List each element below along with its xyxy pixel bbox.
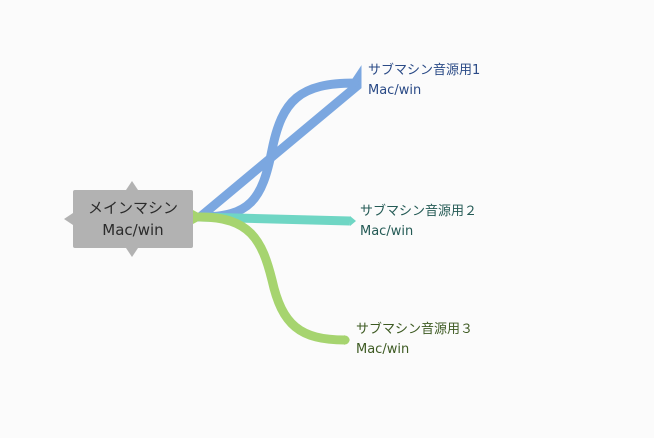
- child-node-title: サブマシン音源用３: [356, 322, 474, 337]
- child-node-subtitle: Mac/win: [368, 83, 422, 98]
- branch-arrowhead-3: [344, 335, 350, 345]
- child-node-3[interactable]: サブマシン音源用３ Mac/win: [356, 320, 473, 360]
- child-node-title: サブマシン音源用２: [360, 204, 478, 219]
- child-node-subtitle: Mac/win: [360, 224, 414, 239]
- expand-handle-left-icon[interactable]: [64, 213, 73, 225]
- branch-arrowhead-2: [350, 216, 356, 226]
- branch-connector-1: [187, 65, 362, 222]
- child-node-2[interactable]: サブマシン音源用２ Mac/win: [360, 202, 477, 242]
- child-node-1[interactable]: サブマシン音源用1 Mac/win: [368, 61, 480, 101]
- root-node[interactable]: メインマシン Mac/win: [73, 190, 193, 248]
- root-branch-join: [193, 210, 206, 224]
- root-node-title: メインマシン: [87, 199, 178, 217]
- child-node-subtitle: Mac/win: [356, 342, 410, 357]
- branch-connector-3: [195, 212, 350, 345]
- expand-handle-top-icon[interactable]: [126, 181, 138, 190]
- root-node-subtitle: Mac/win: [102, 221, 164, 239]
- expand-handle-bottom-icon[interactable]: [126, 248, 138, 257]
- child-node-title: サブマシン音源用1: [368, 63, 481, 78]
- branch-arrowhead-1: [354, 78, 360, 88]
